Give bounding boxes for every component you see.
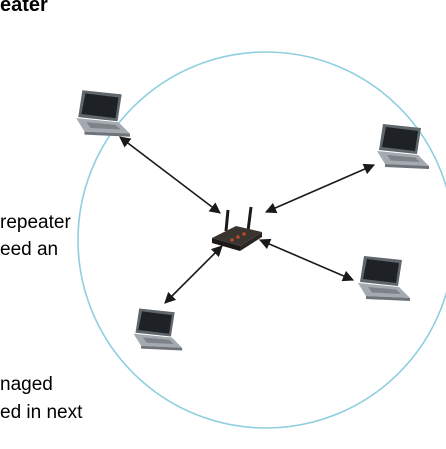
body-text-line-4: ed in next bbox=[0, 402, 83, 423]
laptop-bottom-left-icon bbox=[133, 308, 183, 351]
link-arrow-bottom-right bbox=[258, 238, 355, 282]
body-text-line-2: eed an bbox=[0, 239, 59, 260]
coverage-range-circle bbox=[77, 51, 446, 429]
link-arrow-bottom-left bbox=[164, 245, 223, 304]
link-arrow-top-right bbox=[264, 163, 376, 214]
laptop-top-left-icon bbox=[76, 90, 130, 137]
slide-title: eater bbox=[0, 0, 48, 16]
router-icon bbox=[212, 206, 262, 251]
laptop-top-right-icon bbox=[377, 124, 429, 169]
body-text-line-1: repeater bbox=[0, 212, 71, 233]
link-arrow-top-left bbox=[119, 136, 221, 214]
laptop-bottom-right-icon bbox=[358, 256, 410, 301]
body-text-line-3: naged bbox=[0, 374, 53, 395]
